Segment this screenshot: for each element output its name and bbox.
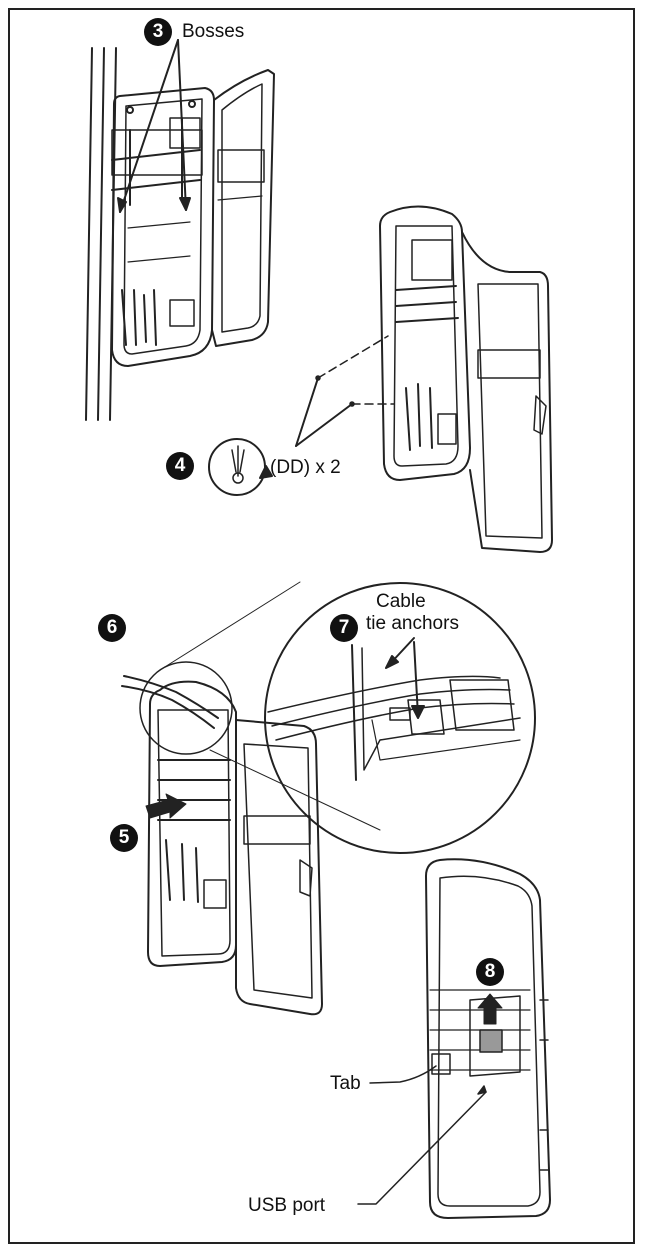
step8-badge: 8 bbox=[476, 958, 504, 986]
step3-panel-drawing bbox=[85, 47, 275, 421]
tie-anchors-label: tie anchors bbox=[366, 613, 459, 634]
lift-arrow bbox=[477, 993, 503, 1025]
usb-port-label: USB port bbox=[248, 1195, 326, 1216]
step5-panel-drawing bbox=[121, 675, 323, 1016]
diagram-frame bbox=[8, 8, 635, 1244]
step4-badge: 4 bbox=[166, 452, 194, 480]
callout-leaders bbox=[357, 1065, 487, 1205]
step3-badge: 3 bbox=[144, 18, 172, 46]
step7-badge: 7 bbox=[330, 614, 358, 642]
step6-badge: 6 bbox=[98, 614, 126, 642]
screw-lines bbox=[295, 335, 395, 447]
step5-badge: 5 bbox=[110, 824, 138, 852]
tab-label: Tab bbox=[330, 1073, 361, 1094]
bosses-label: Bosses bbox=[182, 21, 245, 42]
screwdriver-rotate-icon bbox=[208, 438, 273, 496]
magnified-detail bbox=[139, 581, 536, 854]
cable-label: Cable bbox=[376, 591, 426, 612]
step4-panel-drawing bbox=[379, 205, 553, 553]
bosses-arrows bbox=[117, 39, 191, 213]
push-arrow bbox=[145, 793, 187, 819]
step8-closed-unit-drawing bbox=[425, 858, 551, 1219]
dd-screws-label: (DD) x 2 bbox=[270, 457, 341, 478]
